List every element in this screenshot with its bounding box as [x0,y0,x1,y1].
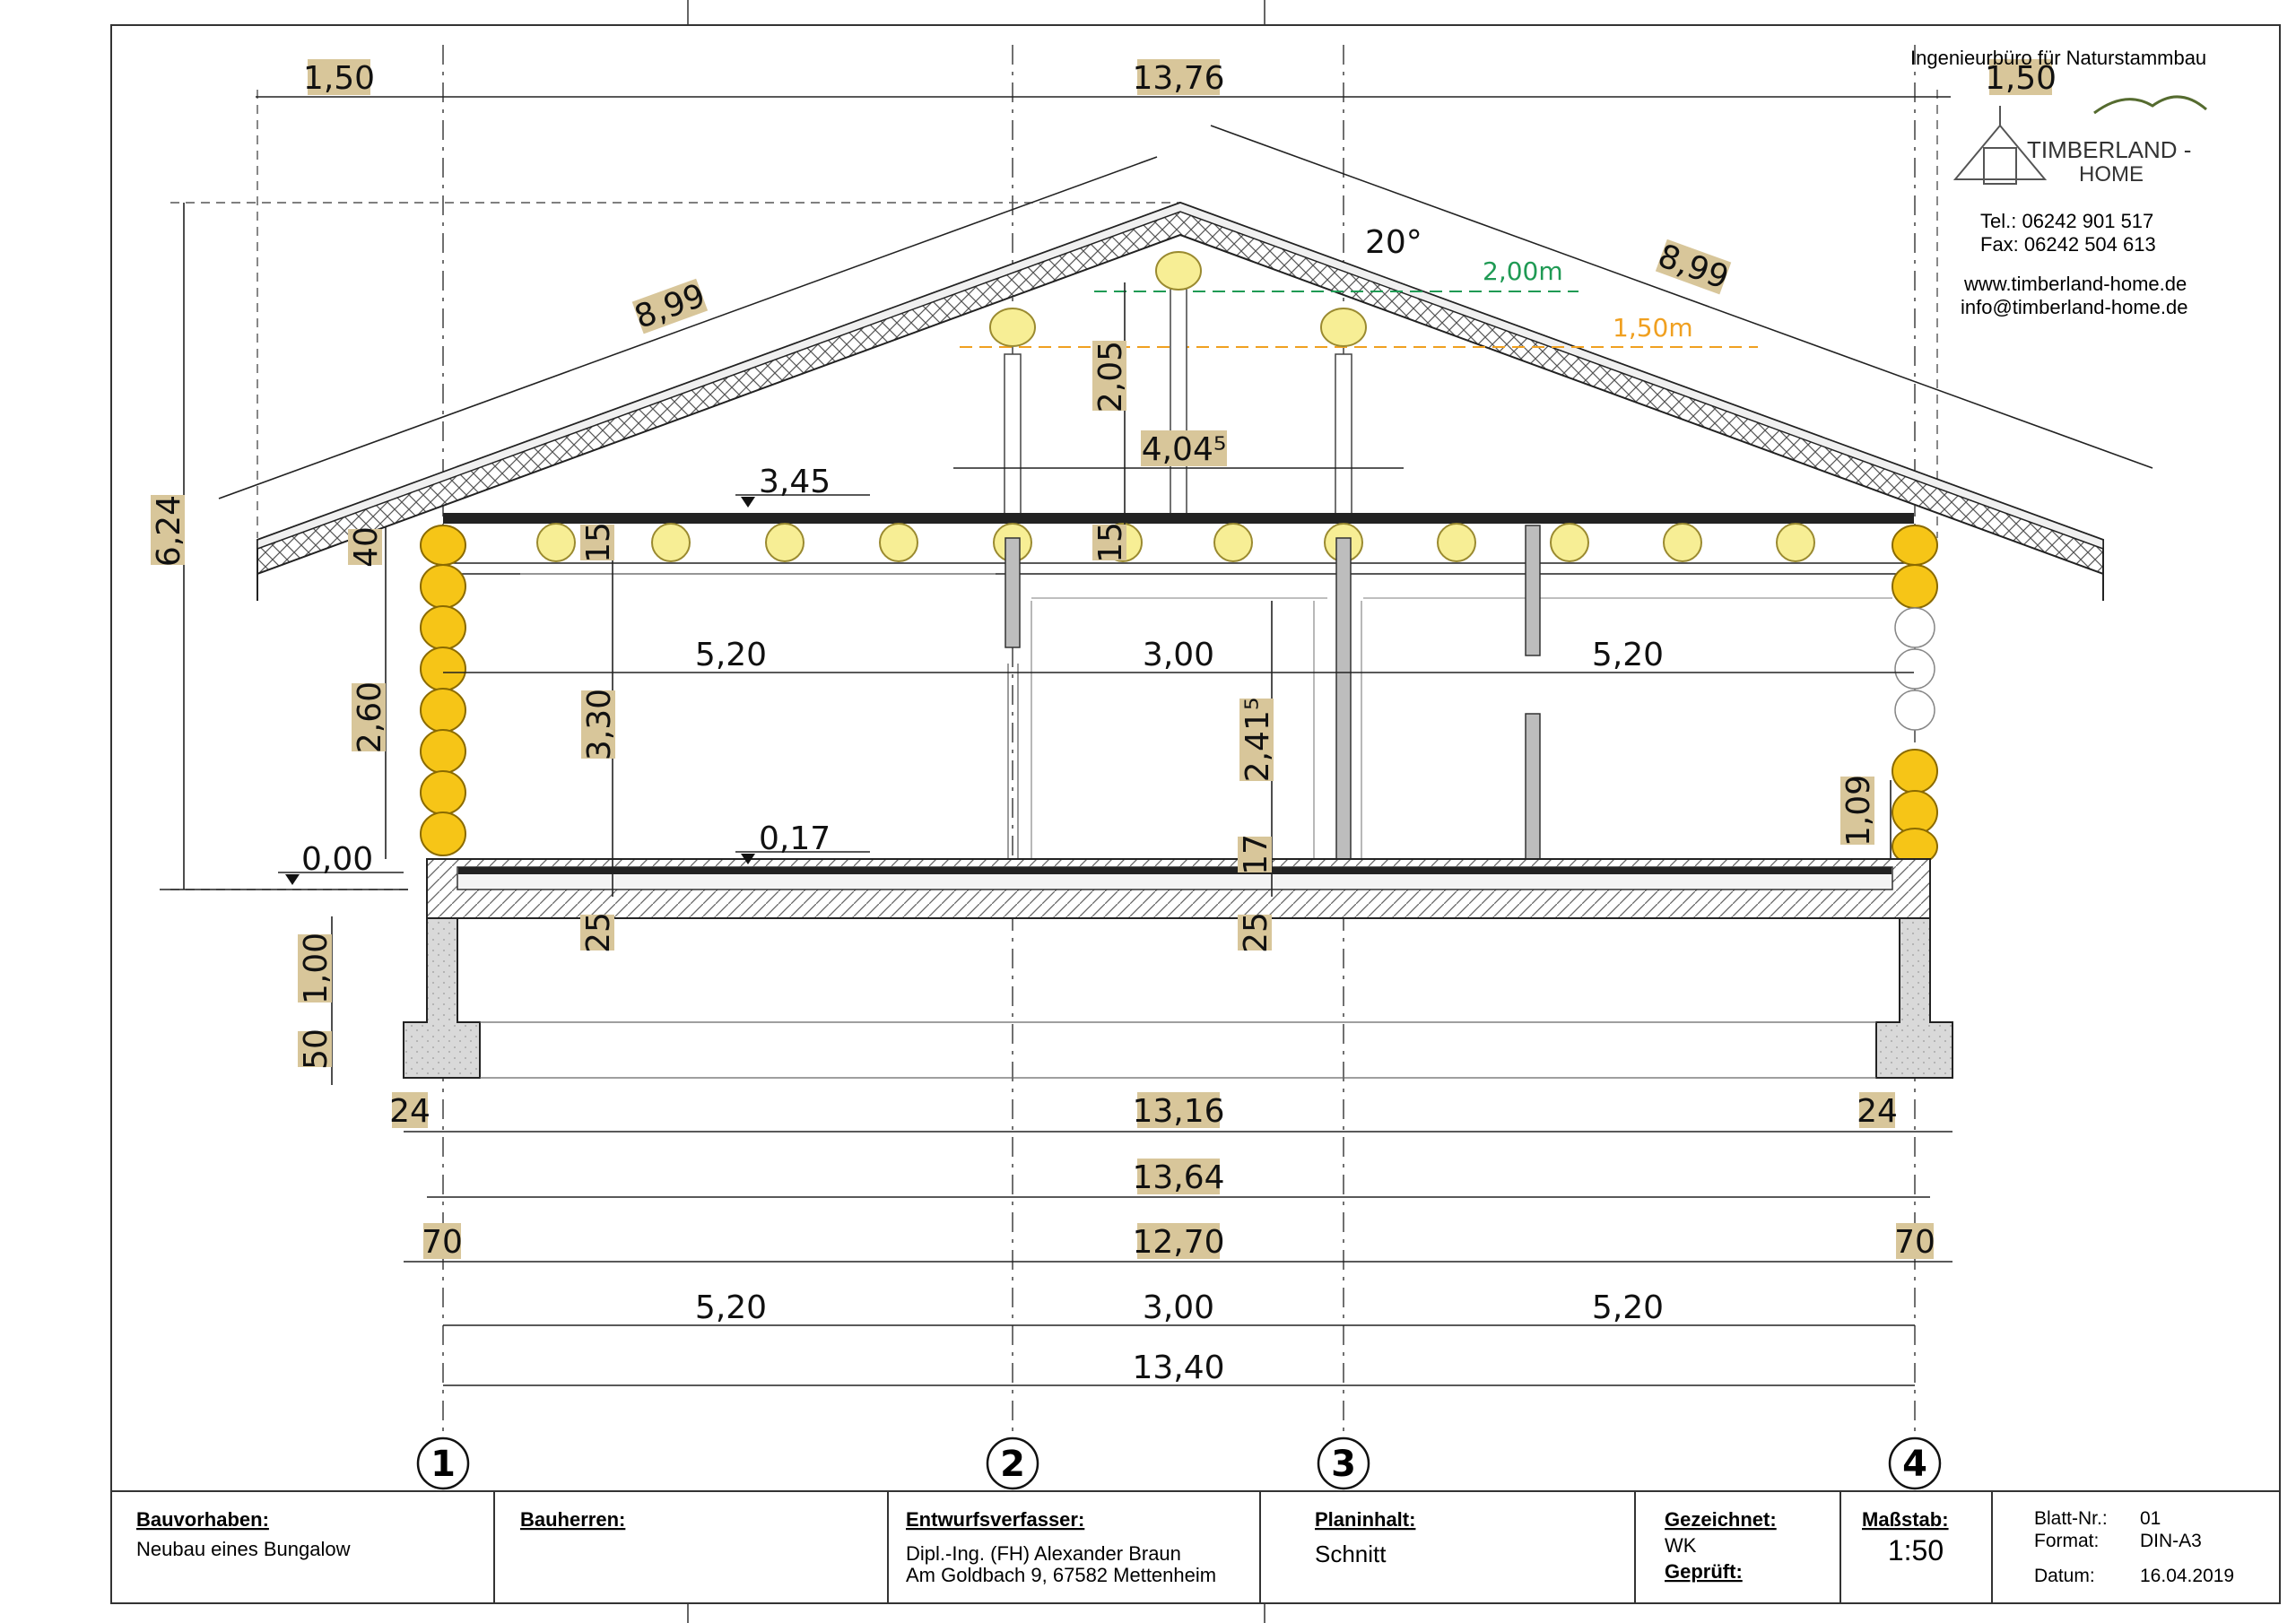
dim-fnd-24-left: 24 [389,1093,430,1130]
level-markers [278,494,870,885]
dim-rafter-right: 8,99 [1653,238,1733,297]
dim-axis-1-2: 5,20 [695,1289,767,1326]
label-format: Format: [2034,1531,2099,1551]
dim-fnd-24-right: 24 [1857,1093,1898,1130]
level-ceiling: 3,45 [759,464,831,500]
attic-structure [989,251,1367,521]
value-entwurf-line1: Dipl.-Ing. (FH) Alexander Braun [906,1542,1181,1565]
company-fax: Fax: 06242 504 613 [1980,233,2156,256]
ridge-purlin [1155,251,1202,291]
dim-room-right: 5,20 [1592,637,1664,673]
label-bauvorhaben: Bauvorhaben: [136,1508,269,1531]
dim-foundation-100: 1,00 [298,933,335,1004]
value-gezeichnet: WK [1665,1534,1697,1557]
dim-door-height: 2,41⁵ [1239,698,1276,783]
label-geprueft: Geprüft: [1665,1560,1743,1583]
dim-sill-height: 1,09 [1840,775,1877,846]
dim-eave-left: 1,50 [303,60,375,97]
dim-wall-height: 2,60 [352,681,388,753]
value-entwurf-line2: Am Goldbach 9, 67582 Mettenheim [906,1564,1216,1586]
dim-total-height: 6,24 [151,495,187,567]
value-blatt: 01 [2140,1508,2161,1529]
dim-ridge-span: 13,76 [1132,60,1224,97]
value-massstab: 1:50 [1888,1534,1944,1567]
axis-label-3: 3 [1331,1444,1356,1485]
company-tagline: Ingenieurbüro für Naturstammbau [1910,47,2206,69]
label-headroom-200: 2,00m [1483,256,1563,286]
label-blatt: Blatt-Nr.: [2034,1508,2108,1529]
value-format: DIN-A3 [2140,1531,2202,1551]
purlin-left [989,308,1036,347]
dim-slab-25-b: 25 [1238,912,1274,953]
value-datum: 16.04.2019 [2140,1566,2234,1586]
dim-fnd-span: 13,16 [1132,1093,1224,1130]
dim-slab-25-a: 25 [580,912,617,953]
level-ground: 0,00 [301,841,373,878]
dim-room-mid: 3,00 [1143,637,1214,673]
dim-ovh-70-right: 70 [1894,1224,1935,1261]
axis-label-1: 1 [430,1444,456,1485]
dim-axis-total: 13,40 [1132,1350,1224,1386]
dim-foundation-50: 50 [298,1028,335,1070]
dim-joist-15-a: 15 [580,522,617,563]
log-wall-right [1892,525,1938,865]
axis-label-2: 2 [1000,1444,1025,1485]
level-floor: 0,17 [759,820,831,857]
dimension-lines [183,96,2153,1386]
dimension-labels: 1,50 13,76 1,50 8,99 8,99 20° 2,00m 1,50… [151,59,2057,1386]
dim-room-height: 3,30 [581,689,618,760]
dim-attic-height: 2,05 [1092,341,1129,412]
dim-room-left: 5,20 [695,637,767,673]
label-entwurfsverfasser: Entwurfsverfasser: [906,1508,1084,1531]
dim-ovh-70-left: 70 [422,1224,463,1261]
dim-axis-2-3: 3,00 [1143,1289,1214,1326]
axis-label-4: 4 [1902,1444,1927,1485]
dim-ovh-span: 12,70 [1132,1224,1224,1261]
dim-wall-40: 40 [348,526,385,568]
title-block: Bauvorhaben: Neubau eines Bungalow Bauhe… [110,1490,2281,1604]
construction-lines [170,90,1938,890]
dim-axis-3-4: 5,20 [1592,1289,1664,1326]
logo-graphic [1952,95,2207,185]
label-planinhalt: Planinhalt: [1315,1508,1415,1531]
dim-joist-15-b: 15 [1092,522,1129,563]
interior-walls [520,525,1892,889]
company-web: www.timberland-home.de [1963,273,2187,295]
purlin-right [1320,308,1367,347]
dim-rafter-left: 8,99 [630,277,709,336]
logo-text-2: HOME [2079,162,2144,187]
ceiling-beam [443,513,1914,524]
roof [257,201,2104,601]
label-datum: Datum: [2034,1566,2095,1586]
dim-slab-total: 13,64 [1132,1159,1224,1196]
foundation-right [1875,917,1953,1079]
company-tel: Tel.: 06242 901 517 [1980,210,2153,232]
roof-angle: 20° [1365,224,1422,261]
axis-markers: 1 2 3 4 [416,1436,1942,1490]
dim-slab-17: 17 [1238,834,1274,875]
foundation-left [403,917,481,1079]
label-bauherren: Bauherren: [520,1508,625,1531]
label-massstab: Maßstab: [1862,1508,1949,1531]
label-gezeichnet: Gezeichnet: [1665,1508,1777,1531]
company-email: info@timberland-home.de [1961,296,2187,318]
floor-slab [426,858,1931,919]
ceiling-joists [536,523,1815,562]
logo-text-1: TIMBERLAND - [2027,136,2191,163]
dim-eave-right: 1,50 [1985,60,2057,97]
value-bauvorhaben: Neubau eines Bungalow [136,1538,351,1560]
log-wall-left [420,525,466,856]
dim-collar-span: 4,04⁵ [1142,431,1227,468]
label-headroom-150: 1,50m [1613,313,1693,343]
value-planinhalt: Schnitt [1315,1541,1387,1567]
company-block: Ingenieurbüro für Naturstammbau TIMBERLA… [1910,47,2207,318]
